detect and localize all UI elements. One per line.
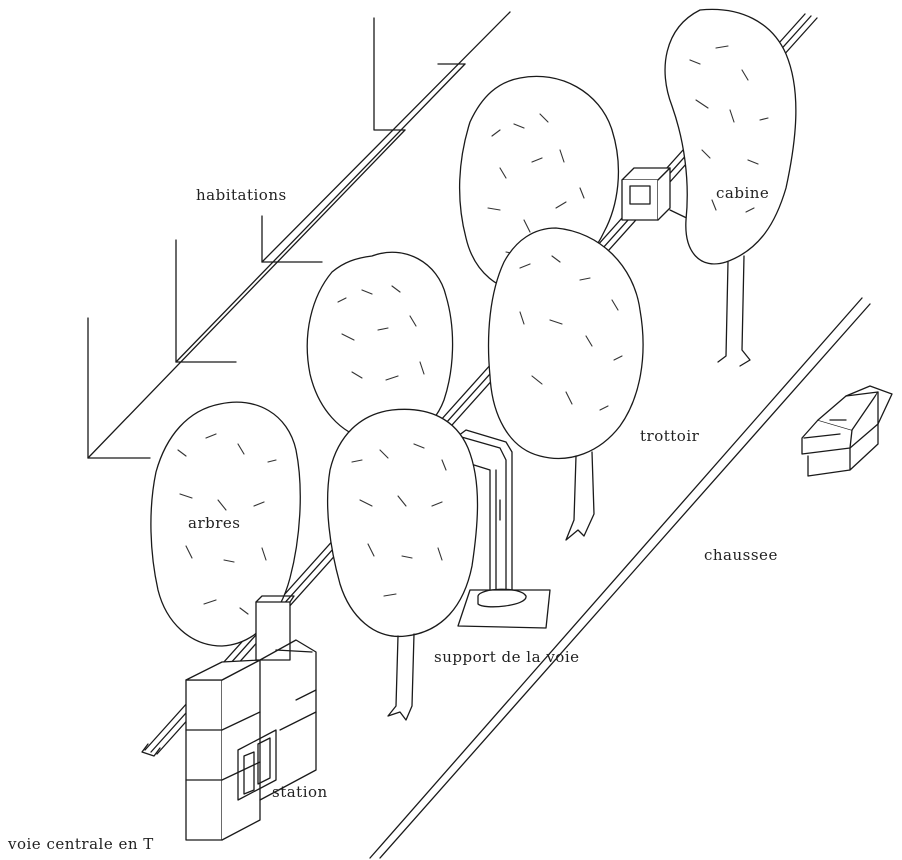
tree-front-center [328,409,478,720]
label-voie: voie centrale en T [7,835,154,853]
label-cabine: cabine [716,184,769,202]
cabin-drawing [622,168,695,222]
label-arbres: arbres [188,514,240,532]
label-trottoir: trottoir [640,427,700,445]
label-chaussee: chaussee [704,546,778,564]
label-habitations: habitations [196,186,287,204]
car-drawing [802,386,892,476]
label-station: station [272,783,328,801]
label-support: support de la voie [434,648,580,666]
